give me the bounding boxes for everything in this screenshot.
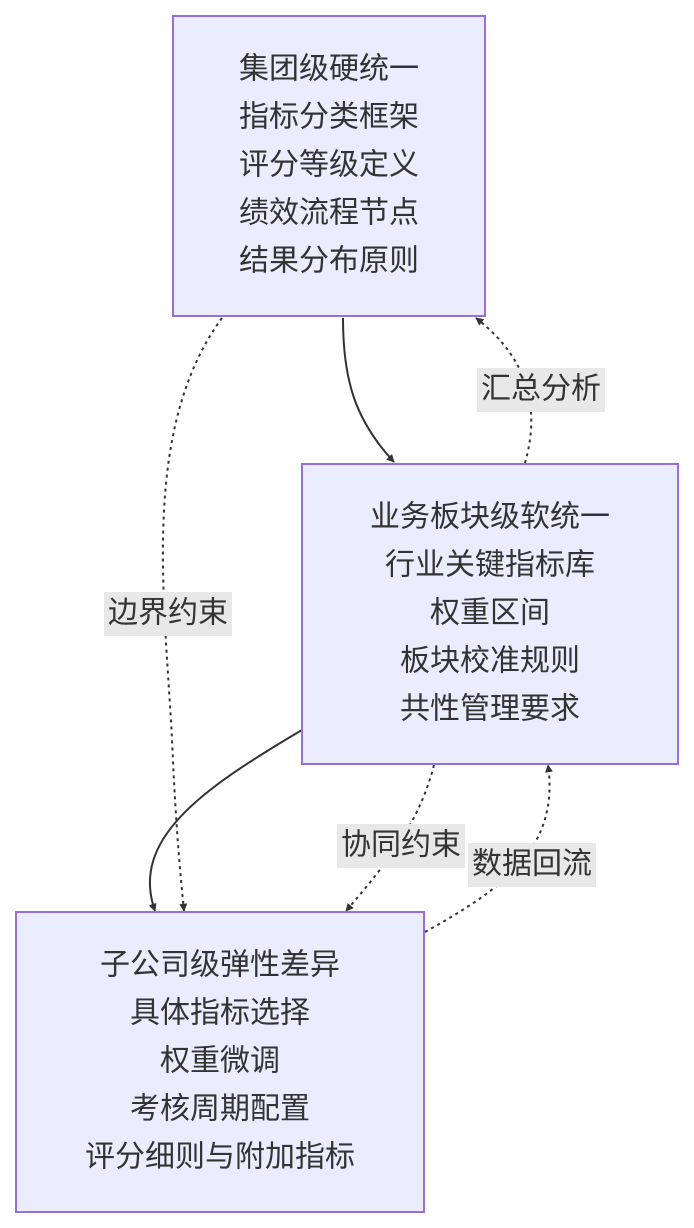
edge-segment-to-subsidiary-dotted bbox=[345, 764, 435, 912]
node-subsidiary-level: 子公司级弹性差异 具体指标选择 权重微调 考核周期配置 评分细则与附加指标 bbox=[15, 911, 425, 1213]
node-line: 集团级硬统一 bbox=[239, 52, 419, 87]
edge-label-subsidiary-to-segment: 数据回流 bbox=[468, 843, 596, 887]
edge-label-segment-to-group: 汇总分析 bbox=[477, 368, 605, 412]
edge-group-to-segment bbox=[342, 317, 395, 463]
edge-label-group-to-subsidiary: 边界约束 bbox=[104, 592, 232, 636]
node-line: 评分细则与附加指标 bbox=[85, 1140, 355, 1175]
edge-label-segment-to-subsidiary: 协同约束 bbox=[337, 824, 465, 868]
node-line: 行业关键指标库 bbox=[385, 548, 595, 583]
edge-label-text: 协同约束 bbox=[341, 828, 461, 863]
node-line: 权重微调 bbox=[160, 1044, 280, 1079]
edge-label-text: 汇总分析 bbox=[481, 372, 601, 407]
node-group-level: 集团级硬统一 指标分类框架 评分等级定义 绩效流程节点 结果分布原则 bbox=[172, 15, 486, 317]
edge-group-to-subsidiary bbox=[161, 317, 223, 912]
node-line: 共性管理要求 bbox=[400, 692, 580, 727]
edge-labels: 边界约束 汇总分析 协同约束 数据回流 bbox=[104, 368, 605, 887]
edge-segment-to-subsidiary-solid bbox=[148, 729, 303, 912]
node-line: 子公司级弹性差异 bbox=[100, 948, 340, 983]
node-line: 具体指标选择 bbox=[130, 996, 310, 1031]
edge-label-text: 数据回流 bbox=[472, 847, 592, 882]
node-line: 权重区间 bbox=[430, 596, 550, 631]
edge-label-text: 边界约束 bbox=[108, 596, 228, 631]
node-line: 指标分类框架 bbox=[239, 100, 419, 135]
node-line: 业务板块级软统一 bbox=[370, 500, 610, 535]
node-line: 绩效流程节点 bbox=[239, 196, 419, 231]
node-line: 考核周期配置 bbox=[130, 1092, 310, 1127]
node-line: 板块校准规则 bbox=[400, 644, 580, 679]
node-segment-level: 业务板块级软统一 行业关键指标库 权重区间 板块校准规则 共性管理要求 bbox=[301, 463, 679, 765]
node-line: 结果分布原则 bbox=[239, 244, 419, 279]
node-line: 评分等级定义 bbox=[239, 148, 419, 183]
